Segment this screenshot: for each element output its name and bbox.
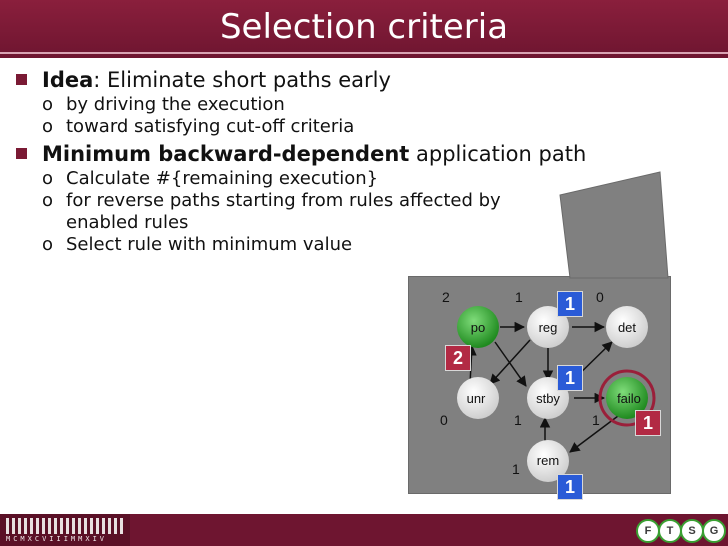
ftsrg-logo-s-icon: S [680,519,704,543]
university-logo: MCMXCVIIIMMXIV [0,514,130,546]
bullet-idea: Idea: Eliminate short paths early [14,66,614,94]
circle-bullet-icon: o [42,190,54,211]
square-bullet-icon [16,148,27,159]
square-bullet-icon [16,74,27,85]
sub-bullet-calculate: o Calculate #{remaining execution} [14,168,614,190]
sub-bullet-text-cont: enabled rules [66,212,189,233]
sub-bullet-select: o Select rule with minimum value [14,234,614,256]
circle-bullet-icon: o [42,116,54,137]
sub-bullet-toward: o toward satisfying cut-off criteria [14,116,614,138]
circle-bullet-icon: o [42,94,54,115]
minimum-bold: Minimum backward-dependent [42,142,410,166]
slide-content: Idea: Eliminate short paths early o by d… [14,64,614,256]
slide-title: Selection criteria [219,7,509,47]
idea-text: : Eliminate short paths early [93,68,391,92]
sub-bullet-driving: o by driving the execution [14,94,614,116]
badge-reg: 1 [557,291,583,317]
ftsrg-logo-g-icon: G [702,519,726,543]
graph-panel [408,276,671,494]
idea-bold: Idea [42,68,94,92]
badge-stby: 1 [557,365,583,391]
badge-po: 2 [445,345,471,371]
title-rule [0,52,728,54]
university-text: MCMXCVIIIMMXIV [6,535,108,543]
ftsrg-logo-f-icon: F [636,519,660,543]
sub-bullet-text: for reverse paths starting from rules af… [66,190,501,211]
badge-rem: 1 [557,474,583,500]
bullet-minimum: Minimum backward-dependent application p… [14,140,614,168]
circle-bullet-icon: o [42,234,54,255]
minimum-text: application path [409,142,587,166]
ftsrg-logo-t-icon: T [658,519,682,543]
footer-bar: MCMXCVIIIMMXIV F T S G [0,514,728,546]
sub-bullet-reverse: o for reverse paths starting from rules … [14,190,614,234]
building-icon [6,518,124,534]
title-bar: Selection criteria [0,0,728,58]
sub-bullet-text: Select rule with minimum value [66,234,353,255]
circle-bullet-icon: o [42,168,54,189]
sub-bullet-text: toward satisfying cut-off criteria [66,116,355,137]
sub-bullet-text: Calculate #{remaining execution} [66,168,379,189]
sub-bullet-text: by driving the execution [66,94,285,115]
badge-failo: 1 [635,410,661,436]
